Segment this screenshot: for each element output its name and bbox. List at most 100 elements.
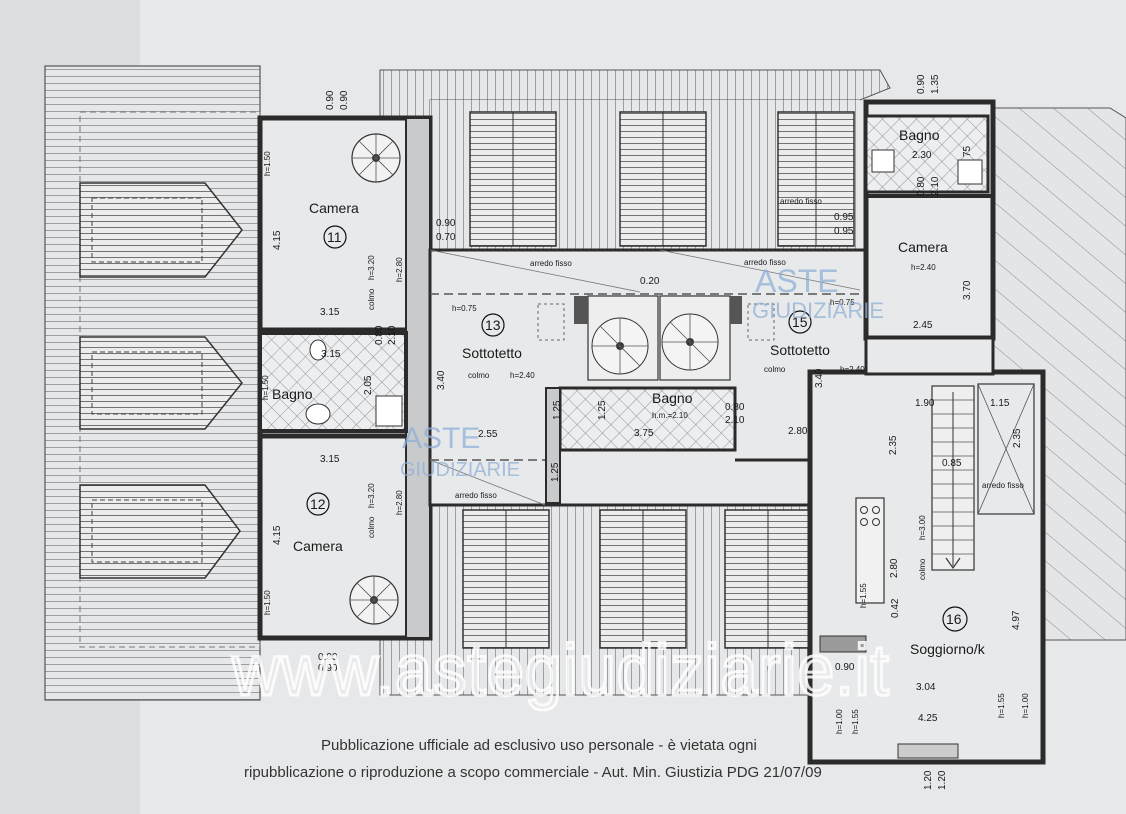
dim-cam12-h150: h=1.50 <box>263 590 272 615</box>
dim-sogg-235b: 2.35 <box>1012 428 1023 448</box>
room-13-colmo-height: h=2.40 <box>510 371 535 380</box>
bagno-center-height: h.m.=2.10 <box>652 411 688 420</box>
watermark-logo-bottom: GIUDIZIARIE <box>400 459 520 481</box>
right-wing <box>807 99 1046 765</box>
dim-bottom-right-door-a: 1.20 <box>923 770 934 790</box>
room-12-number: 12 <box>310 496 326 512</box>
dim-bagnoC-door-b: 2.10 <box>725 415 745 426</box>
dim-win-095-a: 0.95 <box>834 212 854 223</box>
room-11-name: Camera <box>309 200 359 216</box>
room-15-colmo: colmo <box>764 365 786 374</box>
dim-sogg-304: 3.04 <box>916 682 936 693</box>
room-16-number: 16 <box>946 611 962 627</box>
dim-win-090: 0.90 <box>436 218 456 229</box>
left-wing <box>257 115 433 641</box>
dim-bagnoTR-door-b: 2.10 <box>930 176 941 196</box>
room-11-height: h=3.20 <box>367 255 376 280</box>
dim-bottom-left-door-b: 0.90 <box>318 663 338 674</box>
dim-bagnoC-door-a: 0.80 <box>725 402 745 413</box>
dim-bagnoC-125c: 1.25 <box>550 462 561 482</box>
dim-bagnoL-depth: 2.05 <box>363 375 374 395</box>
room-13-number-badge <box>481 313 505 337</box>
watermark-logo-top-2: ASTE <box>755 263 839 299</box>
room-12-name: Camera <box>293 538 343 554</box>
room-12-height: h=3.20 <box>367 483 376 508</box>
watermark-logo-center: ASTE GIUDIZIARIE <box>400 422 520 481</box>
dim-bagnoC-125b: 1.25 <box>597 400 608 420</box>
room-11-number: 11 <box>327 229 342 245</box>
dim-sogg-190: 1.90 <box>915 398 935 409</box>
dim-cam12-h280: h=2.80 <box>395 490 404 515</box>
room-13-height-min: h=0.75 <box>452 304 477 313</box>
dim-sott13-width: 2.55 <box>478 429 498 440</box>
camera-right-name: Camera <box>898 239 948 255</box>
notice-line-2: ripubblicazione o riproduzione a scopo c… <box>244 764 822 781</box>
dim-bottom-left-door-a: 0.90 <box>318 652 338 663</box>
dim-sogg-155a: h=1.55 <box>859 583 868 608</box>
dim-top-left-door-b: 0.90 <box>339 90 350 110</box>
watermark-logo-right: ASTE GIUDIZIARIE <box>752 263 884 323</box>
dim-bagnoTR-width: 2.30 <box>912 150 932 161</box>
room-16-height: h=3.00 <box>918 515 927 540</box>
dim-top-right-door-a: 0.90 <box>916 74 927 94</box>
dim-top-left-door-a: 0.90 <box>325 90 336 110</box>
dormer-3 <box>79 484 241 579</box>
room-11-colmo: colmo <box>367 288 376 310</box>
watermark-logo-top: ASTE <box>402 422 480 455</box>
dim-bagnoL-width: 3.15 <box>321 349 341 360</box>
dim-sogg-497: 4.97 <box>1011 610 1022 630</box>
dim-top-right-door-b: 1.35 <box>930 74 941 94</box>
dimension-labels: 0.90 0.90 0.90 1.35 0.90 0.90 1.20 1.20 … <box>261 74 1030 790</box>
dim-cam11-depth: 4.15 <box>272 230 283 250</box>
bagno-top-right-name: Bagno <box>899 127 940 143</box>
dim-sogg-h100b: h=1.00 <box>1021 693 1030 718</box>
dim-sogg-042: 0.42 <box>890 598 901 618</box>
dim-cam11-h150: h=1.50 <box>263 151 272 176</box>
room-13-number: 13 <box>485 317 501 333</box>
room-13-name: Sottotetto <box>462 345 522 361</box>
dim-sogg-115: 1.15 <box>990 398 1010 409</box>
dim-sogg-h155b: h=1.55 <box>851 709 860 734</box>
room-15-name: Sottotetto <box>770 342 830 358</box>
dim-sogg-090: 0.90 <box>835 662 855 673</box>
dim-camR-depth: 3.70 <box>962 280 973 300</box>
room-11-number-badge <box>323 225 347 249</box>
dim-bottom-right-door-b: 1.20 <box>937 770 948 790</box>
bagno-center-name: Bagno <box>652 390 693 406</box>
arredo-fisso-2: arredo fisso <box>744 258 786 267</box>
dormer-2 <box>79 336 243 430</box>
dim-win-070: 0.70 <box>436 232 456 243</box>
dim-sogg-280: 2.80 <box>889 558 900 578</box>
dim-win-095-b: 0.95 <box>834 226 854 237</box>
bagno-left-name: Bagno <box>272 386 313 402</box>
dim-bagnoTR-door-a: 0.80 <box>916 176 927 196</box>
dim-cam12-depth: 4.15 <box>272 525 283 545</box>
room-13-colmo: colmo <box>468 371 490 380</box>
dim-bagnoL-door-a: 0.80 <box>374 325 385 345</box>
room-16-number-badge <box>942 606 968 632</box>
dim-sott15-width: 2.80 <box>788 426 808 437</box>
notice-line-1: Pubblicazione ufficiale ad esclusivo uso… <box>321 737 757 754</box>
central-zone <box>428 248 872 507</box>
arredo-fisso-1: arredo fisso <box>530 259 572 268</box>
arredo-fisso-3: arredo fisso <box>455 491 497 500</box>
dim-sogg-425: 4.25 <box>918 713 938 724</box>
dim-camR-width: 2.45 <box>913 320 933 331</box>
arredo-fisso-5: arredo fisso <box>780 197 822 206</box>
room-12-number-badge <box>306 492 330 516</box>
room-16-name: Soggiorno/k <box>910 641 986 657</box>
dim-bagnoL-h150: h=1.50 <box>261 375 270 400</box>
dim-cam11-width: 3.15 <box>320 307 340 318</box>
room-15-number-badge <box>788 310 812 334</box>
skylights <box>462 111 855 649</box>
dim-sogg-h155c: h=1.55 <box>997 693 1006 718</box>
dim-sogg-085: 0.85 <box>942 458 962 469</box>
dim-cam11-h280: h=2.80 <box>395 257 404 282</box>
dim-sogg-235a: 2.35 <box>888 435 899 455</box>
dim-sogg-h100a: h=1.00 <box>835 709 844 734</box>
dormer-1 <box>79 182 243 278</box>
dim-cam12-width: 3.15 <box>320 454 340 465</box>
dim-beam-020: 0.20 <box>640 276 660 287</box>
dim-bagnoC-125a: 1.25 <box>552 400 563 420</box>
